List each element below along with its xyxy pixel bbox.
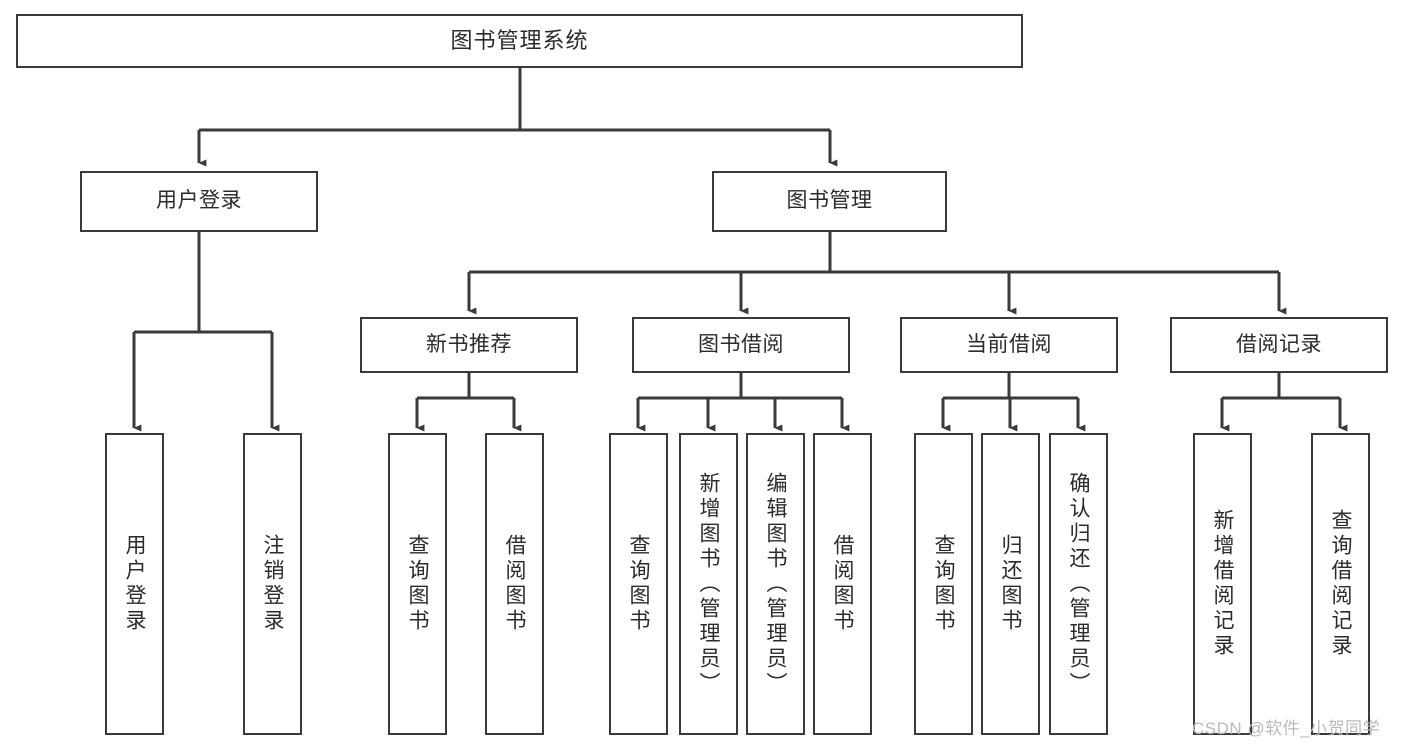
node-label: 查询借阅记录	[1329, 509, 1352, 659]
node-current-borrow[interactable]: 当前借阅	[900, 317, 1118, 373]
node-label: 确认归还（管理员）	[1067, 471, 1090, 697]
node-leaf-borrow-book[interactable]: 借阅图书	[813, 433, 872, 735]
node-borrow-records[interactable]: 借阅记录	[1170, 317, 1388, 373]
node-leaf-add-book-admin[interactable]: 新增图书（管理员）	[679, 433, 738, 735]
node-label: 用户登录	[123, 534, 146, 634]
node-leaf-query-book-current[interactable]: 查询图书	[914, 433, 973, 735]
node-label: 借阅记录	[1236, 332, 1322, 356]
node-book-management[interactable]: 图书管理	[712, 171, 947, 232]
node-label: 当前借阅	[966, 332, 1052, 356]
node-leaf-query-book[interactable]: 查询图书	[609, 433, 668, 735]
node-label: 图书借阅	[698, 332, 784, 356]
node-leaf-add-borrow-record[interactable]: 新增借阅记录	[1193, 433, 1252, 735]
node-label: 借阅图书	[831, 534, 854, 634]
node-label: 图书管理系统	[450, 28, 589, 54]
node-leaf-logout[interactable]: 注销登录	[243, 433, 302, 735]
node-leaf-edit-book-admin[interactable]: 编辑图书（管理员）	[746, 433, 805, 735]
node-new-book-recommend[interactable]: 新书推荐	[360, 317, 578, 373]
node-leaf-user-login[interactable]: 用户登录	[105, 433, 164, 735]
node-label: 借阅图书	[503, 534, 526, 634]
node-label: 新书推荐	[426, 332, 512, 356]
node-label: 图书管理	[786, 189, 873, 213]
node-label: 注销登录	[261, 534, 284, 634]
node-label: 新增借阅记录	[1211, 509, 1234, 659]
node-book-borrow[interactable]: 图书借阅	[632, 317, 850, 373]
node-label: 编辑图书（管理员）	[764, 471, 787, 697]
node-label: 新增图书（管理员）	[697, 471, 720, 697]
node-label: 查询图书	[932, 534, 955, 634]
node-label: 归还图书	[999, 534, 1022, 634]
csdn-watermark: CSDN @软件_小贺同学	[1192, 719, 1381, 738]
node-label: 查询图书	[627, 534, 650, 634]
node-label: 查询图书	[406, 534, 429, 634]
node-leaf-borrow-book-recommend[interactable]: 借阅图书	[485, 433, 544, 735]
node-leaf-return-book[interactable]: 归还图书	[981, 433, 1040, 735]
node-user-login[interactable]: 用户登录	[80, 171, 318, 232]
node-label: 用户登录	[156, 189, 242, 213]
node-leaf-query-book-recommend[interactable]: 查询图书	[388, 433, 447, 735]
node-leaf-confirm-return-admin[interactable]: 确认归还（管理员）	[1049, 433, 1108, 735]
node-root-system[interactable]: 图书管理系统	[16, 14, 1023, 68]
node-leaf-query-borrow-record[interactable]: 查询借阅记录	[1311, 433, 1370, 735]
